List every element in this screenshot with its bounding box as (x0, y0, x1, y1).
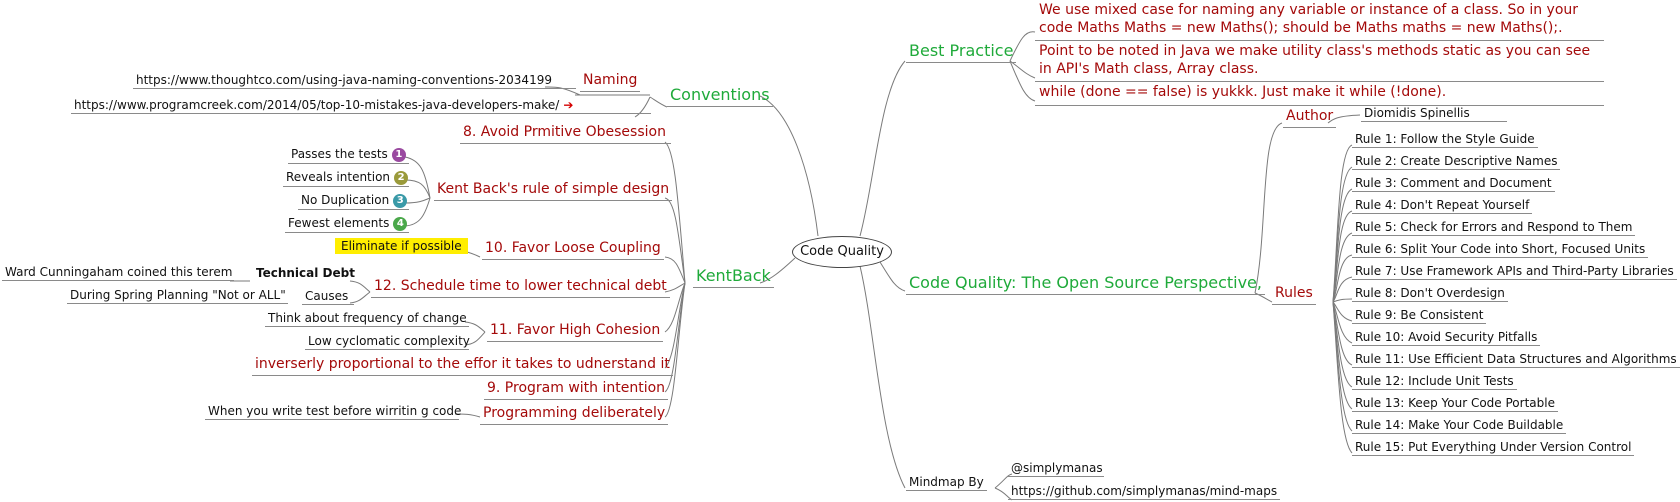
rule-item[interactable]: Rule 8: Don't Overdesign (1352, 286, 1508, 303)
edge-central-kentback (759, 257, 796, 284)
priority-2-icon: 2 (394, 170, 409, 185)
author-node[interactable]: Author (1283, 108, 1337, 128)
naming-node[interactable]: Naming (580, 72, 641, 92)
causes-node[interactable]: Causes (302, 289, 354, 306)
priority-3-icon: 3 (393, 193, 408, 208)
cyclomatic-complexity-note[interactable]: Low cyclomatic complexity (305, 334, 470, 351)
rules-node[interactable]: Rules (1272, 285, 1316, 305)
rule-item[interactable]: Rule 10: Avoid Security Pitfalls (1352, 330, 1541, 347)
open-source-topic[interactable]: Code Quality: The Open Source Perspectiv… (906, 273, 1265, 296)
rule-item[interactable]: Rule 9: Be Consistent (1352, 308, 1487, 325)
naming-link-programcreek[interactable]: https://www.programcreek.com/2014/05/top… (71, 98, 651, 115)
rule-item[interactable]: Rule 7: Use Framework APIs and Third-Par… (1352, 264, 1677, 281)
edge-central-conventions (759, 95, 819, 237)
rule-item[interactable]: Rule 11: Use Efficient Data Structures a… (1352, 352, 1680, 369)
kentback-topic[interactable]: KentBack (693, 266, 774, 289)
ward-note[interactable]: Ward Cunningaham coined this terem (2, 265, 234, 282)
rule-item[interactable]: Rule 15: Put Everything Under Version Co… (1352, 440, 1635, 457)
technical-debt-label[interactable]: Technical Debt (256, 266, 355, 280)
best-practice-item-3[interactable]: while (done == false) is yukkk. Just mak… (1035, 84, 1604, 106)
best-practice-topic[interactable]: Best Practice (906, 41, 1017, 64)
rule-item[interactable]: Rule 14: Make Your Code Buildable (1352, 418, 1567, 435)
edge-central-mindmapby (859, 265, 906, 489)
repo-link[interactable]: https://github.com/simplymanas/mind-maps (1008, 484, 1281, 501)
rule-item[interactable]: Rule 3: Comment and Document (1352, 176, 1555, 193)
rule-item[interactable]: Rule 1: Follow the Style Guide (1352, 132, 1538, 149)
edge-central-opensource (879, 261, 906, 292)
rule-item[interactable]: Rule 2: Create Descriptive Names (1352, 154, 1561, 171)
high-cohesion-node[interactable]: 11. Favor High Cohesion (487, 322, 664, 342)
inverse-proportional-node[interactable]: inverserly proportional to the effor it … (252, 356, 673, 376)
mindmap-by-node[interactable]: Mindmap By (906, 475, 987, 492)
priority-1-icon: 1 (391, 147, 406, 162)
frequency-of-change-note[interactable]: Think about frequency of change (265, 311, 469, 328)
link-text[interactable]: https://www.programcreek.com/2014/05/top… (74, 98, 560, 112)
best-practice-item-1[interactable]: We use mixed case for naming any variabl… (1035, 2, 1604, 41)
loose-coupling-node[interactable]: 10. Favor Loose Coupling (482, 240, 664, 260)
conventions-topic[interactable]: Conventions (667, 85, 773, 108)
rule-item[interactable]: Rule 13: Keep Your Code Portable (1352, 396, 1558, 413)
best-practice-item-2[interactable]: Point to be noted in Java we make utilit… (1035, 43, 1604, 82)
rule-item[interactable]: Rule 12: Include Unit Tests (1352, 374, 1517, 391)
red-arrow-icon[interactable]: ➔ (563, 98, 574, 112)
rule-item[interactable]: Rule 6: Split Your Code into Short, Focu… (1352, 242, 1649, 259)
edge-central-bestpractice (859, 60, 906, 237)
author-handle[interactable]: @simplymanas (1008, 461, 1104, 478)
priority-4-icon: 4 (393, 216, 408, 231)
simple-design-node[interactable]: Kent Back's rule of simple design (434, 181, 673, 201)
rule-item[interactable]: Rule 4: Don't Repeat Yourself (1352, 198, 1533, 215)
tech-debt-node[interactable]: 12. Schedule time to lower technical deb… (371, 278, 670, 298)
program-with-intention-node[interactable]: 9. Program with intention (484, 380, 669, 400)
avoid-primitive-node[interactable]: 8. Avoid Prmitive Obesession (460, 124, 671, 144)
rule-item[interactable]: Rule 5: Check for Errors and Respond to … (1352, 220, 1636, 237)
test-before-code-note[interactable]: When you write test before wirritin g co… (205, 404, 461, 421)
spring-planning-note[interactable]: During Spring Planning "Not or ALL" (67, 288, 288, 305)
central-topic[interactable]: Code Quality (792, 236, 892, 268)
programming-deliberately-node[interactable]: Programming deliberately (480, 405, 669, 425)
naming-link-thoughtco[interactable]: https://www.thoughtco.com/using-java-nam… (133, 73, 576, 90)
author-name[interactable]: Diomidis Spinellis (1361, 106, 1507, 123)
loose-coupling-note[interactable]: Eliminate if possible (332, 238, 471, 254)
